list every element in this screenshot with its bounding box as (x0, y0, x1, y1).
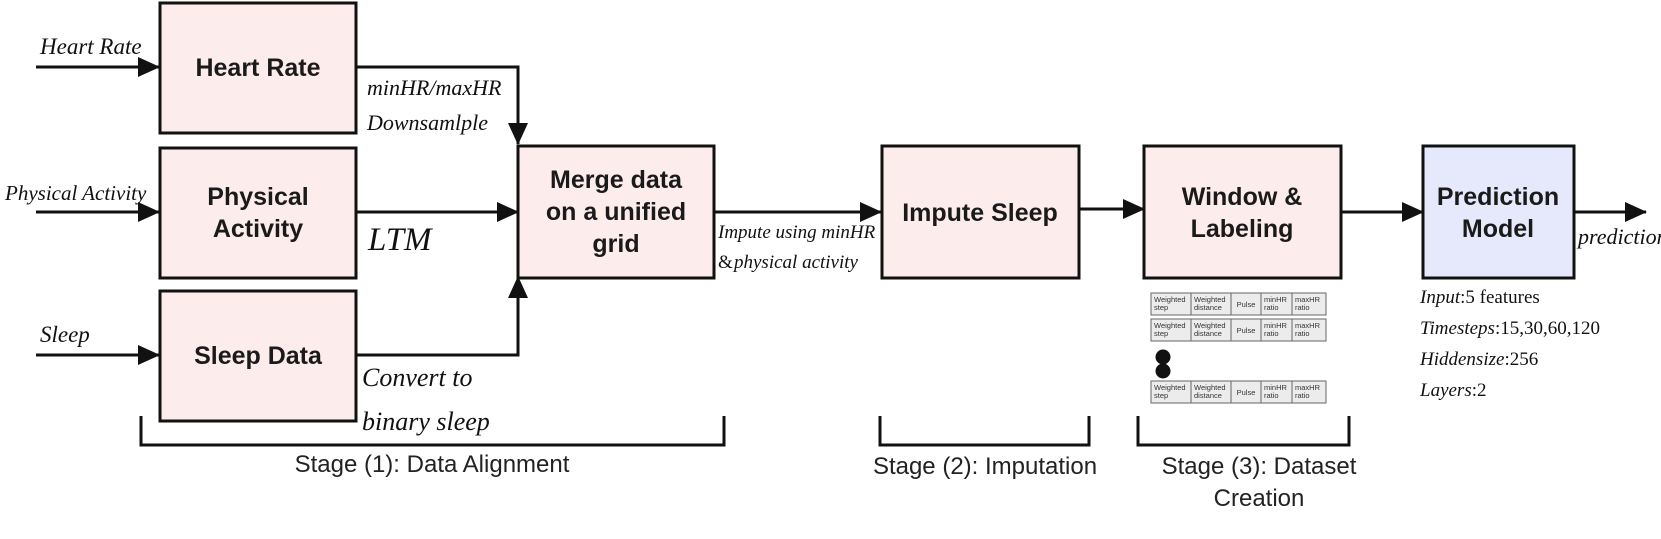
feature-cell-text: ratio (1264, 329, 1279, 338)
feature-cell-text: ratio (1295, 391, 1310, 400)
impute-annotation-amp: & (718, 252, 733, 273)
sleep-input-label: Sleep (40, 322, 90, 347)
feature-cell-text: distance (1194, 303, 1222, 312)
ellipsis-dot (1155, 363, 1171, 379)
feature-cell-text: distance (1194, 391, 1222, 400)
feature-cell-text: Pulse (1237, 388, 1256, 397)
convert-annotation-line2: binary sleep (362, 407, 490, 436)
feature-cell-text: Weighted (1194, 295, 1226, 304)
feature-cell (1291, 318, 1327, 342)
stage3-label-line1: Stage (3): Dataset (1162, 453, 1357, 480)
impute-annotation-line2: physical activity (732, 252, 859, 273)
stage1-label: Stage (1): Data Alignment (295, 451, 570, 478)
stage2-label: Stage (2): Imputation (873, 453, 1097, 480)
window-labeling-box (1142, 144, 1343, 280)
impute-sleep-box (880, 144, 1081, 280)
merge-box-label-3: grid (592, 230, 639, 258)
minhr-maxhr-annotation: minHR/maxHR (367, 75, 502, 100)
feature-cell-text: ratio (1264, 391, 1279, 400)
merge-box-label-1: Merge data (550, 166, 683, 194)
feature-cell-text: Weighted (1154, 295, 1186, 304)
physical-activity-box-label-1: Physical (207, 183, 308, 211)
feature-cell-text: Weighted (1194, 321, 1226, 330)
prediction-box-label-1: Prediction (1437, 183, 1559, 211)
downsample-annotation: Downsamlple (366, 110, 488, 135)
convert-annotation-line1: Convert to (362, 363, 473, 392)
feature-cell-text: ratio (1295, 303, 1310, 312)
param-layers: Layers:2 (1419, 380, 1487, 401)
ellipsis-dot (1155, 349, 1171, 365)
window-box-label-2: Labeling (1191, 215, 1294, 243)
feature-cell-text: maxHR (1295, 321, 1321, 330)
sleep-data-box (158, 289, 358, 423)
feature-cell-text: minHR (1264, 383, 1288, 392)
feature-cell-text: step (1154, 391, 1168, 400)
feature-cell-text: Pulse (1237, 300, 1256, 309)
feature-cell-text: distance (1194, 329, 1222, 338)
physical-activity-input-label: Physical Activity (4, 181, 147, 205)
prediction-model-box (1421, 144, 1576, 280)
feature-cell-text: Weighted (1154, 321, 1186, 330)
feature-cell-text: Pulse (1237, 326, 1256, 335)
impute-sleep-box-label: Impute Sleep (902, 199, 1058, 227)
heart-rate-to-merge-arrow (356, 65, 528, 145)
sleep-to-merge-arrow (356, 276, 528, 357)
prediction-output-label: prediction (1576, 224, 1661, 249)
stage3-bracket (1136, 416, 1351, 447)
feature-cell-text: step (1154, 329, 1168, 338)
feature-cell-text: ratio (1295, 329, 1310, 338)
feature-cell-text: Weighted (1154, 383, 1186, 392)
heart-rate-box-label: Heart Rate (195, 54, 320, 82)
prediction-box-label-2: Model (1462, 215, 1534, 243)
merge-box (516, 144, 716, 280)
feature-cell-text: minHR (1264, 321, 1288, 330)
impute-annotation-line1: Impute using minHR (717, 222, 876, 243)
feature-cell (1291, 380, 1327, 404)
sleep-data-box-label: Sleep Data (194, 342, 323, 370)
merge-box-label-2: on a unified (546, 198, 686, 226)
window-box-label-1: Window & (1182, 183, 1303, 211)
heart-rate-input-label: Heart Rate (39, 34, 142, 59)
feature-cell-text: maxHR (1295, 295, 1321, 304)
ltm-annotation: LTM (367, 222, 433, 258)
param-hiddensize: Hiddensize:256 (1419, 349, 1538, 370)
model-params: Input:5 features Timesteps:15,30,60,120 … (1419, 287, 1600, 401)
feature-cell-text: ratio (1264, 303, 1279, 312)
stage1-bracket (139, 416, 726, 447)
physical-activity-box-label-2: Activity (213, 215, 303, 243)
param-timesteps: Timesteps:15,30,60,120 (1420, 318, 1600, 339)
stage3-label-line2: Creation (1214, 485, 1305, 512)
feature-cell-text: minHR (1264, 295, 1288, 304)
feature-cell (1291, 292, 1327, 316)
heart-rate-box (158, 1, 358, 135)
stage2-bracket (878, 416, 1091, 447)
feature-cell-text: step (1154, 303, 1168, 312)
param-input: Input:5 features (1419, 287, 1540, 308)
physical-activity-box (158, 146, 358, 280)
feature-cell-text: Weighted (1194, 383, 1226, 392)
feature-cell-text: maxHR (1295, 383, 1321, 392)
